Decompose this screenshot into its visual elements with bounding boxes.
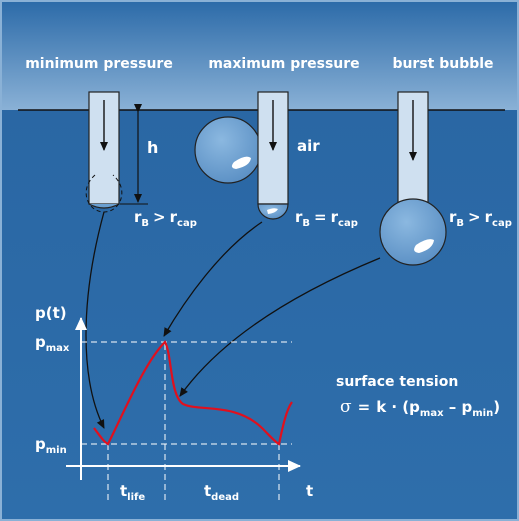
radius-relation-max: rB=rcap <box>295 208 358 229</box>
header-burst-bubble: burst bubble <box>392 56 493 72</box>
burst-bubble <box>379 198 447 266</box>
pmax-label: pmax <box>35 333 70 354</box>
bubble-highlight <box>267 208 278 214</box>
height-label: h <box>147 138 158 157</box>
formula-title: surface tension <box>336 374 458 390</box>
header-minimum-pressure: minimum pressure <box>25 56 173 72</box>
capillary-burst: rB>rcap <box>379 91 512 266</box>
surface-tension-formula: surface tension σ=k · (pmax – pmin) <box>336 374 500 419</box>
connector-arrow-max <box>163 221 263 337</box>
capillary-min: h rB>rcap <box>85 91 197 229</box>
y-axis-label: p(t) <box>35 304 67 322</box>
radius-relation-min: rB>rcap <box>134 208 197 229</box>
radius-relation-burst: rB>rcap <box>449 208 512 229</box>
t-dead-label: tdead <box>204 482 239 503</box>
bubble-highlight <box>414 239 434 253</box>
capillary-max: air rB=rcap <box>194 91 358 229</box>
connector-arrow-min <box>85 211 105 429</box>
bubble-highlight <box>231 156 251 169</box>
pressure-graph: p(t) pmax pmin t tlife tdead <box>35 304 313 503</box>
t-life-label: tlife <box>120 482 145 503</box>
air-label: air <box>297 137 320 155</box>
x-axis-label: t <box>306 482 313 500</box>
formula-expression: σ=k · (pmax – pmin) <box>340 397 500 419</box>
pressure-curve <box>93 340 293 446</box>
air-bubble <box>194 116 262 184</box>
pmin-label: pmin <box>35 435 67 456</box>
bubble-min <box>88 203 120 209</box>
connector-arrow-burst <box>179 257 381 397</box>
header-maximum-pressure: maximum pressure <box>208 56 359 72</box>
